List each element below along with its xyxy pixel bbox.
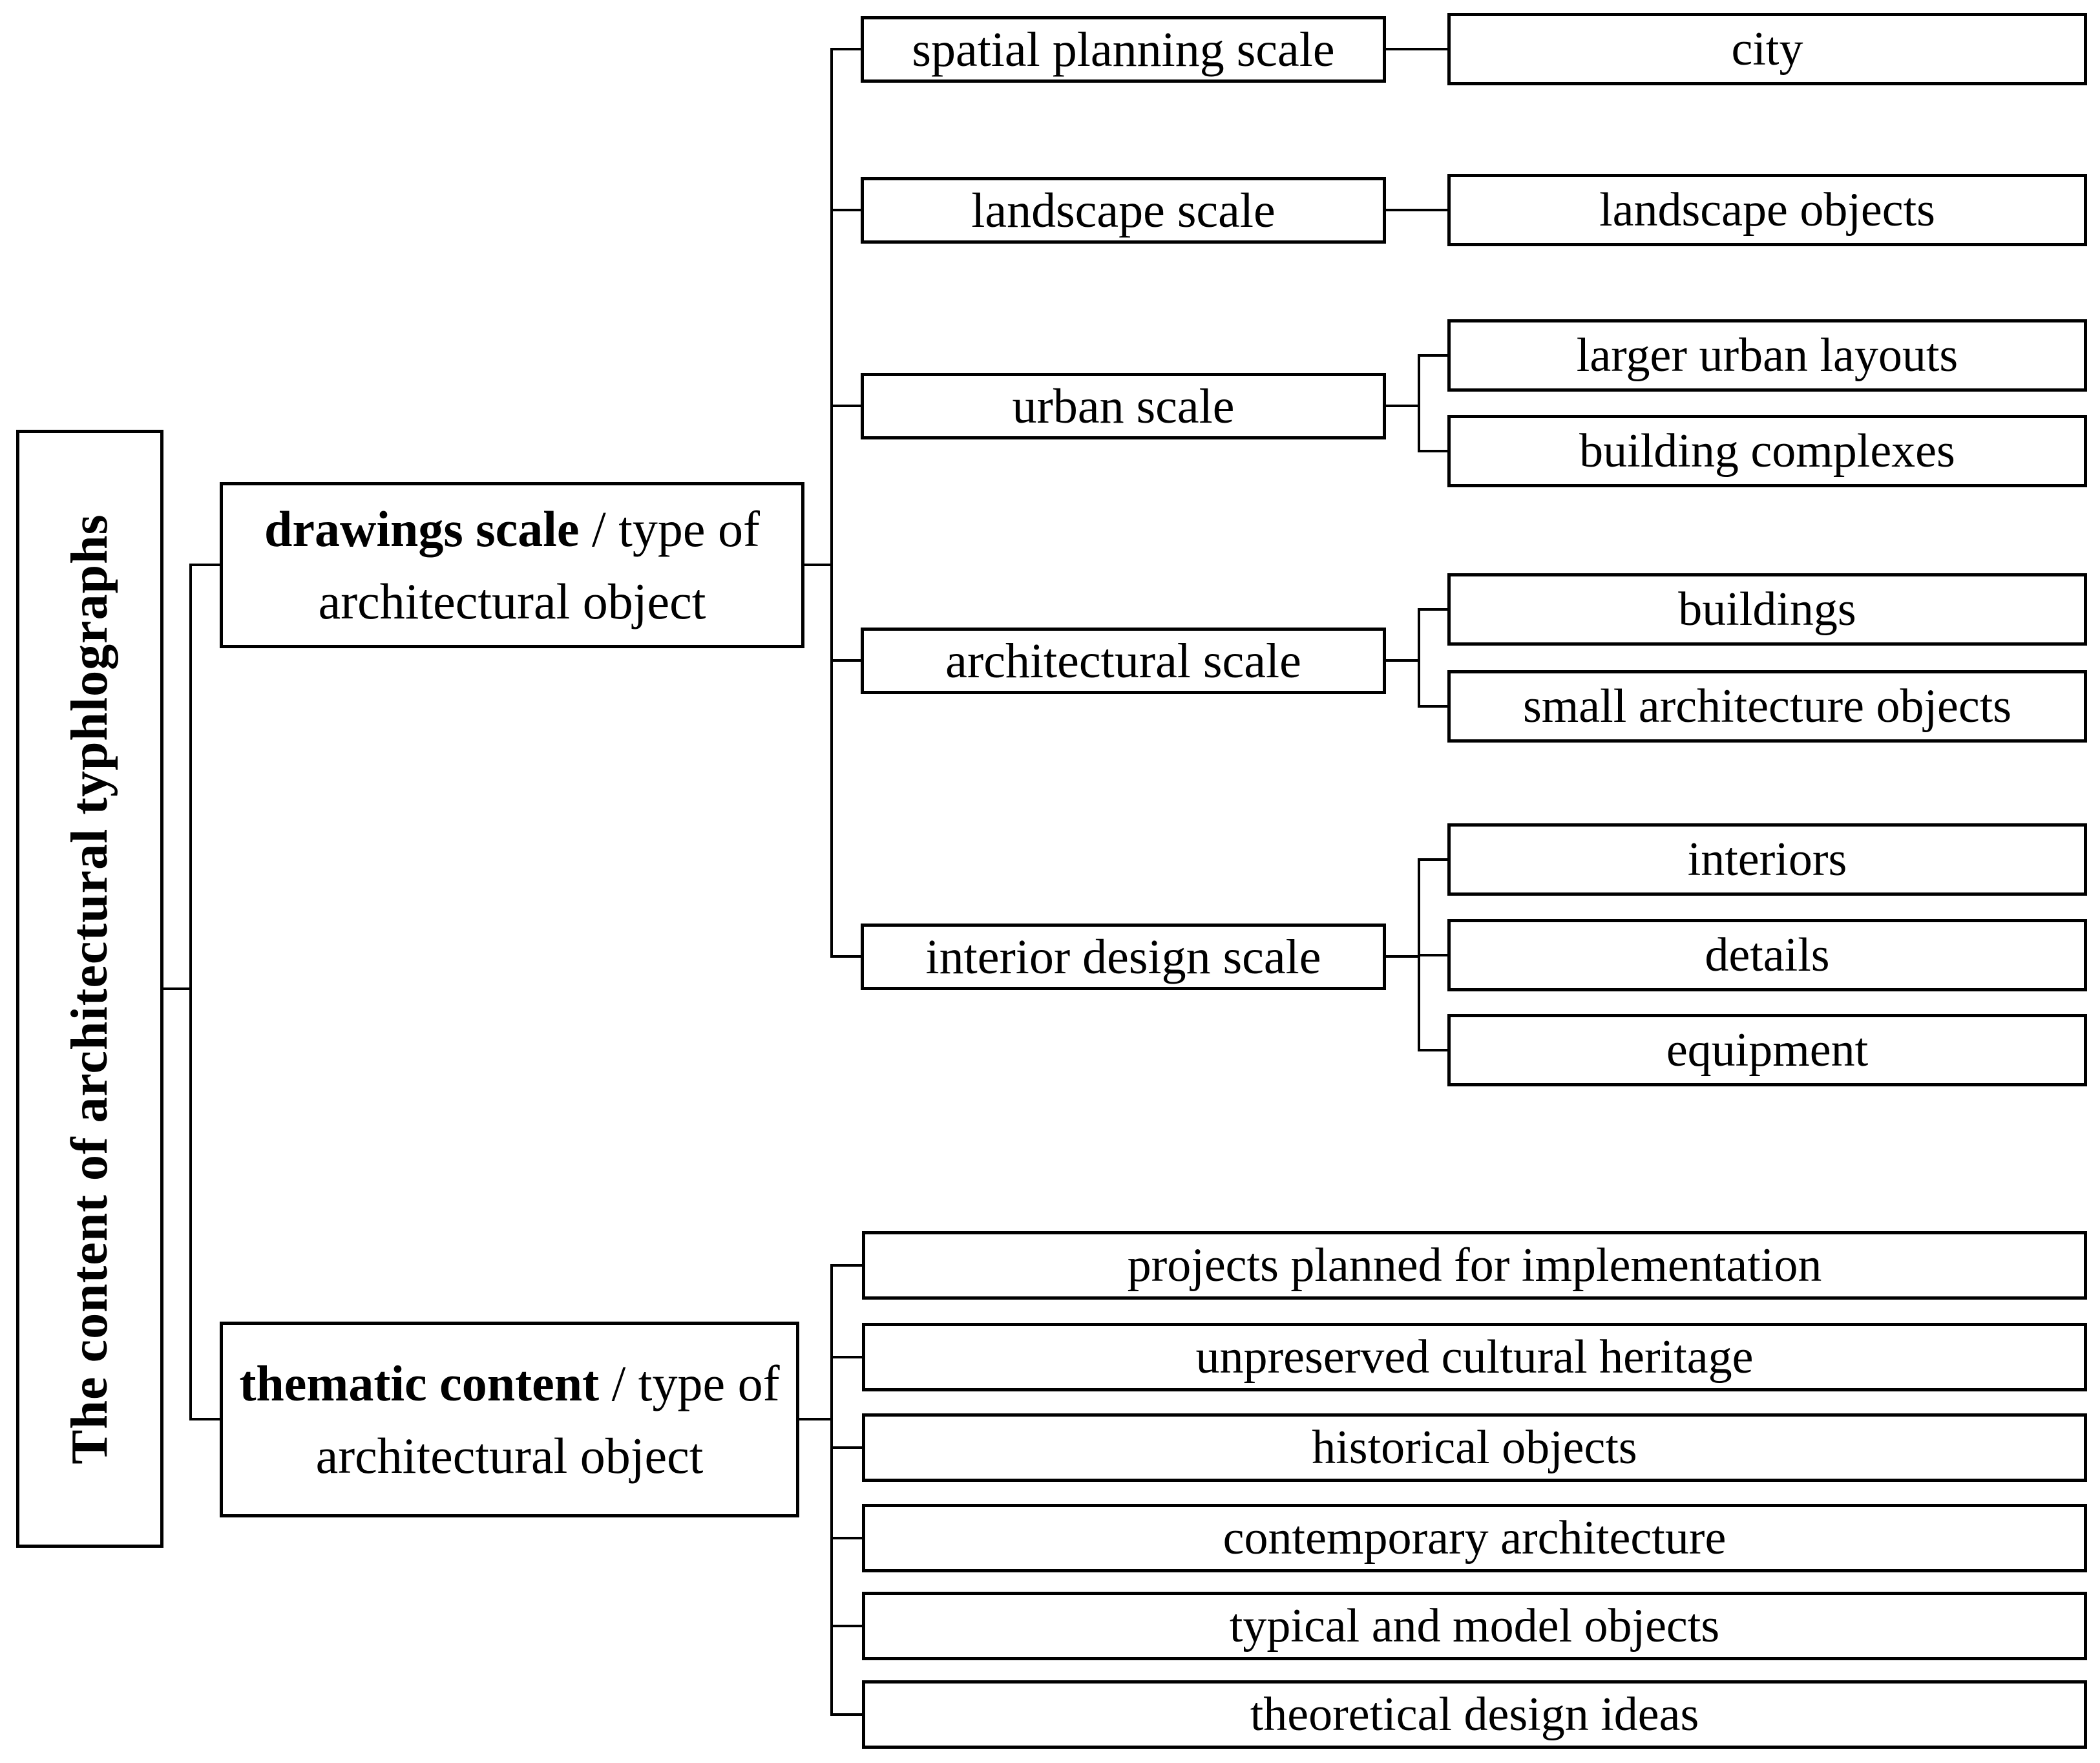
node-label: landscape objects bbox=[1599, 184, 1935, 237]
node-label: interior design scale bbox=[925, 929, 1321, 984]
node-landscape-objects: landscape objects bbox=[1447, 174, 2087, 246]
node-label: typical and model objects bbox=[1229, 1599, 1720, 1652]
node-label: theoretical design ideas bbox=[1250, 1688, 1699, 1741]
node-label: historical objects bbox=[1312, 1421, 1637, 1474]
node-theoretical-design-ideas: theoretical design ideas bbox=[862, 1680, 2087, 1749]
node-root-label: The content of architectural typhlograph… bbox=[61, 513, 118, 1464]
node-typical-and-model-objects: typical and model objects bbox=[862, 1592, 2087, 1660]
node-details: details bbox=[1447, 919, 2087, 991]
node-label: spatial planning scale bbox=[912, 22, 1335, 77]
node-buildings: buildings bbox=[1447, 573, 2087, 646]
node-projects-planned-for-implementation: projects planned for implementation bbox=[862, 1231, 2087, 1300]
node-thematic-content-line1: thematic content / type of bbox=[239, 1347, 779, 1420]
node-historical-objects: historical objects bbox=[862, 1413, 2087, 1482]
node-interiors: interiors bbox=[1447, 823, 2087, 896]
node-interior-design-scale: interior design scale bbox=[861, 924, 1386, 990]
node-label: city bbox=[1731, 23, 1803, 76]
node-label: small architecture objects bbox=[1522, 680, 2012, 733]
node-city: city bbox=[1447, 13, 2087, 85]
node-label: architectural scale bbox=[945, 633, 1301, 688]
node-label: landscape scale bbox=[971, 183, 1276, 238]
node-spatial-planning-scale: spatial planning scale bbox=[861, 16, 1386, 83]
node-building-complexes: building complexes bbox=[1447, 415, 2087, 487]
node-drawings-scale-line2: architectural object bbox=[318, 573, 706, 629]
node-label: unpreserved cultural heritage bbox=[1195, 1331, 1754, 1384]
node-thematic-content-label-bold: thematic content bbox=[239, 1355, 600, 1411]
node-label: urban scale bbox=[1012, 379, 1235, 434]
node-small-architecture-objects: small architecture objects bbox=[1447, 670, 2087, 743]
node-landscape-scale: landscape scale bbox=[861, 177, 1386, 244]
node-label: larger urban layouts bbox=[1576, 329, 1958, 382]
node-larger-urban-layouts: larger urban layouts bbox=[1447, 319, 2087, 392]
node-thematic-content-label-rest: / type of bbox=[599, 1355, 780, 1411]
node-thematic-content: thematic content / type of architectural… bbox=[220, 1322, 799, 1517]
node-label: building complexes bbox=[1579, 425, 1955, 478]
node-equipment: equipment bbox=[1447, 1014, 2087, 1086]
node-drawings-scale-label-bold: drawings scale bbox=[264, 500, 580, 557]
node-label: buildings bbox=[1678, 583, 1856, 636]
node-drawings-scale-line1: drawings scale / type of bbox=[264, 493, 760, 565]
node-label: projects planned for implementation bbox=[1127, 1239, 1822, 1292]
node-urban-scale: urban scale bbox=[861, 373, 1386, 439]
node-unpreserved-cultural-heritage: unpreserved cultural heritage bbox=[862, 1323, 2087, 1391]
node-label: details bbox=[1705, 929, 1830, 982]
node-root: The content of architectural typhlograph… bbox=[16, 430, 163, 1548]
node-drawings-scale: drawings scale / type of architectural o… bbox=[220, 482, 804, 648]
node-drawings-scale-label-rest: / type of bbox=[579, 500, 760, 557]
node-architectural-scale: architectural scale bbox=[861, 628, 1386, 694]
node-label: equipment bbox=[1666, 1024, 1869, 1077]
node-thematic-content-line2: architectural object bbox=[315, 1427, 704, 1484]
node-contemporary-architecture: contemporary architecture bbox=[862, 1504, 2087, 1572]
node-label: contemporary architecture bbox=[1223, 1512, 1727, 1565]
node-label: interiors bbox=[1687, 833, 1847, 886]
